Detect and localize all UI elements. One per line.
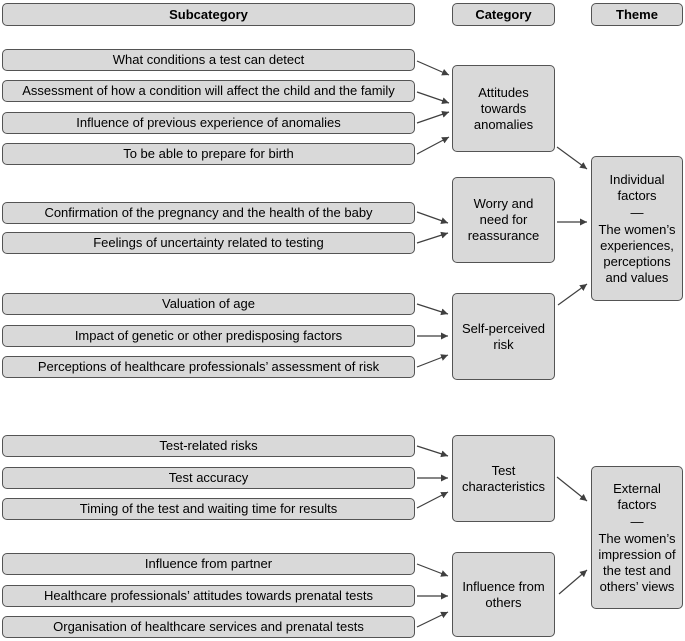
subcategory-box: To be able to prepare for birth [2, 143, 415, 165]
arrow-sub-to-category [416, 231, 449, 244]
subcategory-box: Timing of the test and waiting time for … [2, 498, 415, 520]
arrow-sub-to-category [416, 354, 449, 368]
arrow-sub-to-category [416, 136, 450, 155]
theme-title: Individual factors [609, 171, 665, 203]
category-box-test-characteristics: Test characteristics [452, 435, 555, 522]
subcategory-box: Confirmation of the pregnancy and the he… [2, 202, 415, 224]
arrow-category-to-theme [556, 476, 588, 502]
arrow-sub-to-category [416, 303, 449, 316]
arrow-sub-to-category [416, 110, 450, 124]
category-box-worry-and-need-for-reassurance: Worry and need for reassurance [452, 177, 555, 263]
theme-description: The women’s experiences, perceptions and… [598, 221, 676, 285]
arrow-category-to-theme [556, 146, 588, 170]
column-header-theme: Theme [591, 3, 683, 26]
category-box-influence-from-others: Influence from others [452, 552, 555, 637]
subcategory-box: Influence of previous experience of anom… [2, 112, 415, 134]
arrow-sub-to-category [416, 211, 449, 224]
arrow-sub-to-category [416, 60, 450, 76]
arrow-sub-to-category [416, 611, 449, 628]
subcategory-box: Healthcare professionals’ attitudes towa… [2, 585, 415, 607]
subcategory-box: Feelings of uncertainty related to testi… [2, 232, 415, 254]
column-header-subcategory: Subcategory [2, 3, 415, 26]
theme-title: External factors [613, 480, 661, 512]
subcategory-box: Influence from partner [2, 553, 415, 575]
subcategory-box: Valuation of age [2, 293, 415, 315]
subcategory-box: Test-related risks [2, 435, 415, 457]
arrow-sub-to-category [416, 563, 449, 577]
category-box-self-perceived-risk: Self-perceived risk [452, 293, 555, 380]
subcategory-box: Assessment of how a condition will affec… [2, 80, 415, 102]
subcategory-box: Perceptions of healthcare professionals’… [2, 356, 415, 378]
subcategory-box: Organisation of healthcare services and … [2, 616, 415, 638]
arrow-sub-to-category [416, 445, 449, 458]
theme-description: The women’s impression of the test and o… [598, 530, 676, 594]
arrow-category-to-theme [557, 283, 588, 306]
theme-box-individual-factors: Individual factors — The women’s experie… [591, 156, 683, 301]
theme-separator: — [630, 204, 644, 220]
subcategory-box: Impact of genetic or other predisposing … [2, 325, 415, 347]
theme-separator: — [630, 513, 644, 529]
subcategory-box: Test accuracy [2, 467, 415, 489]
arrow-category-to-theme [558, 569, 588, 595]
arrow-sub-to-category [416, 91, 450, 105]
arrow-sub-to-category [416, 491, 449, 509]
subcategory-box: What conditions a test can detect [2, 49, 415, 71]
theme-box-external-factors: External factors — The women’s impressio… [591, 466, 683, 609]
column-header-category: Category [452, 3, 555, 26]
category-box-attitudes-towards-anomalies: Attitudes towards anomalies [452, 65, 555, 152]
